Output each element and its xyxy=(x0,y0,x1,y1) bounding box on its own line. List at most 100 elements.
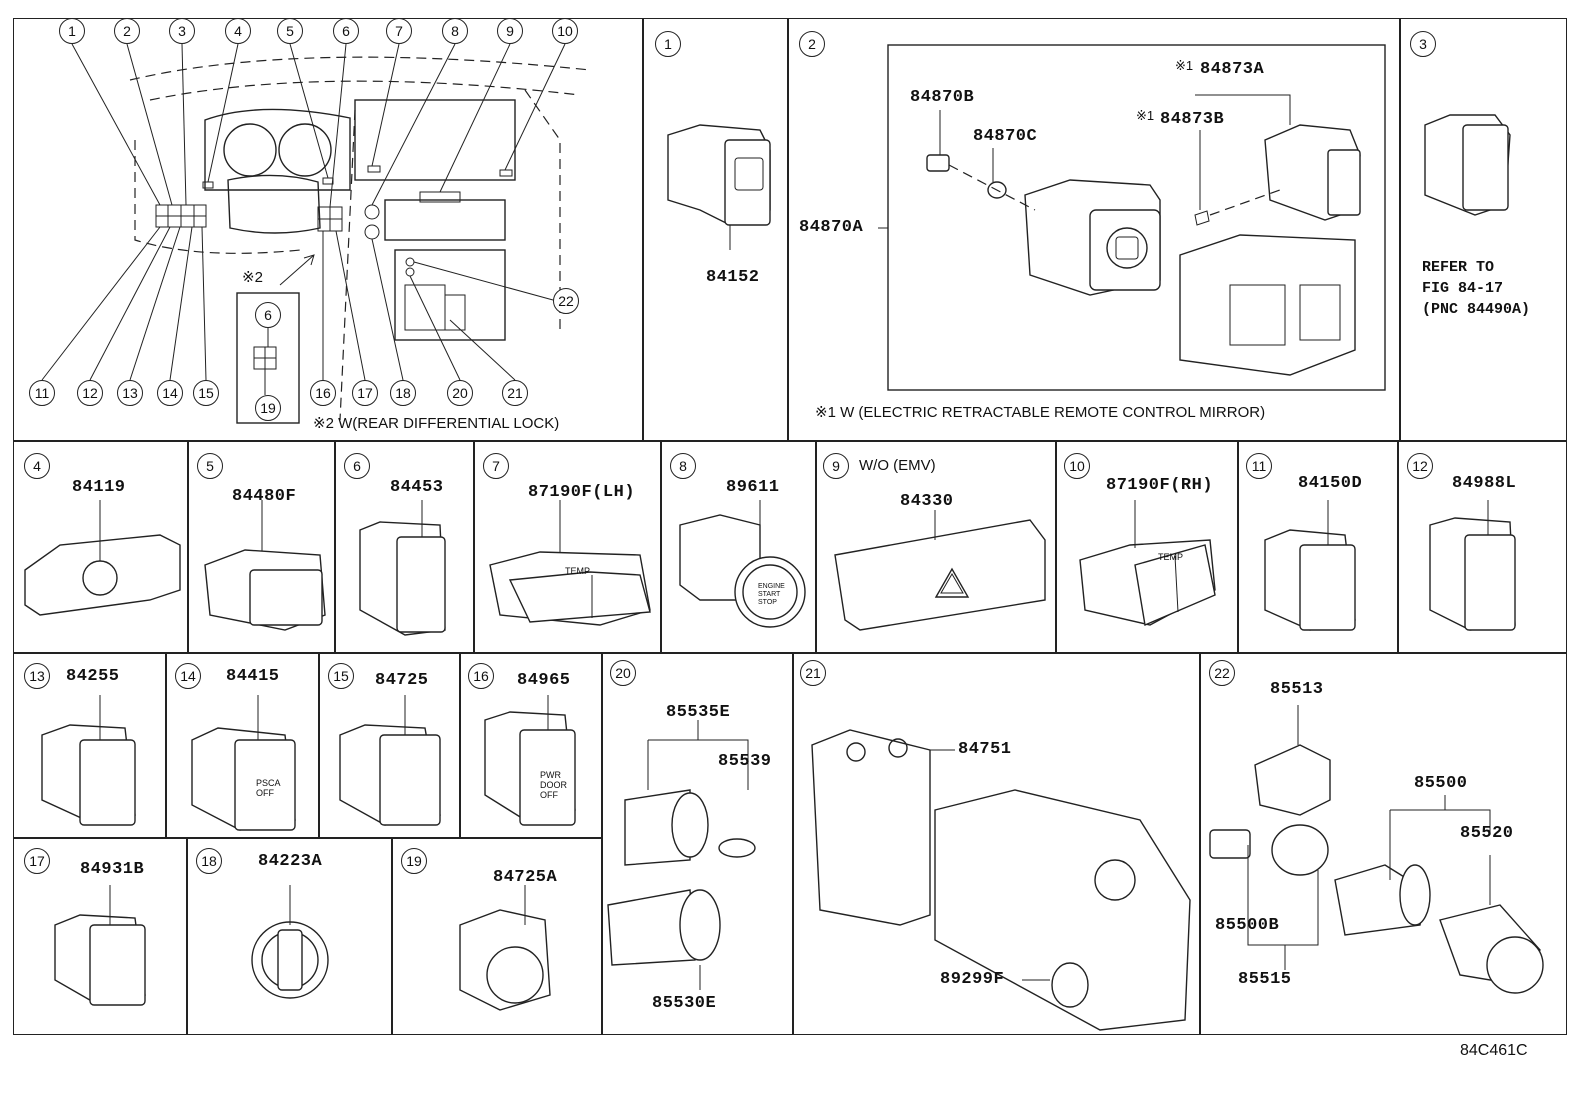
panel-4 xyxy=(13,441,188,653)
inset-callout-6[interactable]: 6 xyxy=(255,302,281,328)
callout-9[interactable]: 9 xyxy=(497,18,523,44)
label-pwr-door-off: PWR DOOR OFF xyxy=(540,770,567,800)
switch-89611-drawing xyxy=(679,500,806,628)
switch-84150D-drawing xyxy=(1264,500,1356,631)
part-85520[interactable]: 85520 xyxy=(1460,824,1514,843)
switch-84330-drawing xyxy=(834,510,1046,631)
mirror-switch-drawing xyxy=(878,44,1386,391)
callout-14[interactable]: 14 xyxy=(157,380,183,406)
mark-84873A: ※1 xyxy=(1175,58,1194,73)
inset-callout-19[interactable]: 19 xyxy=(255,395,281,421)
part-89299F[interactable]: 89299F xyxy=(940,970,1005,989)
refer-note: REFER TO FIG 84-17 (PNC 84490A) xyxy=(1422,259,1531,318)
part-85515[interactable]: 85515 xyxy=(1238,970,1292,989)
switch-84480F-drawing xyxy=(204,500,326,631)
callout-1[interactable]: 1 xyxy=(59,18,85,44)
switch-84931B-drawing xyxy=(54,885,146,1006)
callout-7[interactable]: 7 xyxy=(386,18,412,44)
footnote-rear-diff-lock: ※2 W(REAR DIFFERENTIAL LOCK) xyxy=(313,415,560,432)
panel-16 xyxy=(460,653,602,838)
panel-9-number: 9 xyxy=(823,453,849,479)
dashboard-illustration xyxy=(129,56,591,421)
footnote-mirror: ※1 W (ELECTRIC RETRACTABLE REMOTE CONTRO… xyxy=(815,404,1266,421)
callout-5[interactable]: 5 xyxy=(277,18,303,44)
callout-11[interactable]: 11 xyxy=(29,380,55,406)
part-84725[interactable]: 84725 xyxy=(375,671,429,690)
label-engine-start-stop: ENGINE START STOP xyxy=(758,583,785,606)
part-85513[interactable]: 85513 xyxy=(1270,680,1324,699)
part-85500[interactable]: 85500 xyxy=(1414,774,1468,793)
part-87190F-RH[interactable]: 87190F(RH) xyxy=(1106,476,1214,495)
panel-3 xyxy=(1400,18,1567,441)
part-84965[interactable]: 84965 xyxy=(517,671,571,690)
part-85539[interactable]: 85539 xyxy=(718,752,772,771)
panel-3-number: 3 xyxy=(1410,31,1436,57)
diagram-code: 84C461C xyxy=(1460,1042,1528,1059)
switch-84415-drawing xyxy=(191,695,296,831)
switch-84453-drawing xyxy=(359,500,446,636)
part-85530E[interactable]: 85530E xyxy=(652,994,717,1013)
part-84223A[interactable]: 84223A xyxy=(258,852,323,871)
switch-84152-drawing xyxy=(667,124,771,250)
panel-16-number: 16 xyxy=(468,663,494,689)
part-85500B[interactable]: 85500B xyxy=(1215,916,1280,935)
callout-12[interactable]: 12 xyxy=(77,380,103,406)
panel-4-number: 4 xyxy=(24,453,50,479)
panel-11 xyxy=(1238,441,1398,653)
part-84453[interactable]: 84453 xyxy=(390,478,444,497)
panel-14 xyxy=(166,653,319,838)
callout-16[interactable]: 16 xyxy=(310,380,336,406)
callout-2[interactable]: 2 xyxy=(114,18,140,44)
switch-84223A-drawing xyxy=(251,885,329,999)
callout-21[interactable]: 21 xyxy=(502,380,528,406)
panel-1 xyxy=(643,18,788,441)
part-84988L[interactable]: 84988L xyxy=(1452,474,1517,493)
part-84751[interactable]: 84751 xyxy=(958,740,1012,759)
callout-6[interactable]: 6 xyxy=(333,18,359,44)
panel-6 xyxy=(335,441,474,653)
part-84480F[interactable]: 84480F xyxy=(232,487,297,506)
part-87190F-LH[interactable]: 87190F(LH) xyxy=(528,483,636,502)
callout-18[interactable]: 18 xyxy=(390,380,416,406)
panel-20-number: 20 xyxy=(610,660,636,686)
callout-10[interactable]: 10 xyxy=(552,18,578,44)
part-84931B[interactable]: 84931B xyxy=(80,860,145,879)
part-84150D[interactable]: 84150D xyxy=(1298,474,1363,493)
callout-4[interactable]: 4 xyxy=(225,18,251,44)
panel-6-number: 6 xyxy=(344,453,370,479)
part-84330[interactable]: 84330 xyxy=(900,492,954,511)
inset-box xyxy=(236,292,300,424)
part-84873B[interactable]: 84873B xyxy=(1160,110,1225,129)
callout-13[interactable]: 13 xyxy=(117,380,143,406)
part-84415[interactable]: 84415 xyxy=(226,667,280,686)
part-84870A[interactable]: 84870A xyxy=(799,218,864,237)
part-84873A[interactable]: 84873A xyxy=(1200,60,1265,79)
part-85535E[interactable]: 85535E xyxy=(666,703,731,722)
callout-15[interactable]: 15 xyxy=(193,380,219,406)
switch-87190F-RH-drawing xyxy=(1079,500,1216,626)
part-84725A[interactable]: 84725A xyxy=(493,868,558,887)
callout-3[interactable]: 3 xyxy=(169,18,195,44)
panel-13 xyxy=(13,653,166,838)
panel-2 xyxy=(788,18,1400,441)
panel-12-number: 12 xyxy=(1407,453,1433,479)
callout-20[interactable]: 20 xyxy=(447,380,473,406)
panel-18-number: 18 xyxy=(196,848,222,874)
panel-21-number: 21 xyxy=(800,660,826,686)
switch-84988L-drawing xyxy=(1429,500,1516,631)
socket-drawing xyxy=(607,720,756,990)
part-84255[interactable]: 84255 xyxy=(66,667,120,686)
switch-84119-drawing xyxy=(24,500,181,616)
panel-17 xyxy=(13,838,187,1035)
part-84152[interactable]: 84152 xyxy=(706,268,760,287)
panel-9-subtitle: W/O (EMV) xyxy=(859,457,936,474)
part-84870B[interactable]: 84870B xyxy=(910,88,975,107)
part-84119[interactable]: 84119 xyxy=(72,478,126,497)
callout-22[interactable]: 22 xyxy=(553,288,579,314)
part-84870C[interactable]: 84870C xyxy=(973,127,1038,146)
callout-8[interactable]: 8 xyxy=(442,18,468,44)
callout-17[interactable]: 17 xyxy=(352,380,378,406)
part-89611[interactable]: 89611 xyxy=(726,478,780,497)
panel-19 xyxy=(392,838,602,1035)
panel-11-number: 11 xyxy=(1246,453,1272,479)
